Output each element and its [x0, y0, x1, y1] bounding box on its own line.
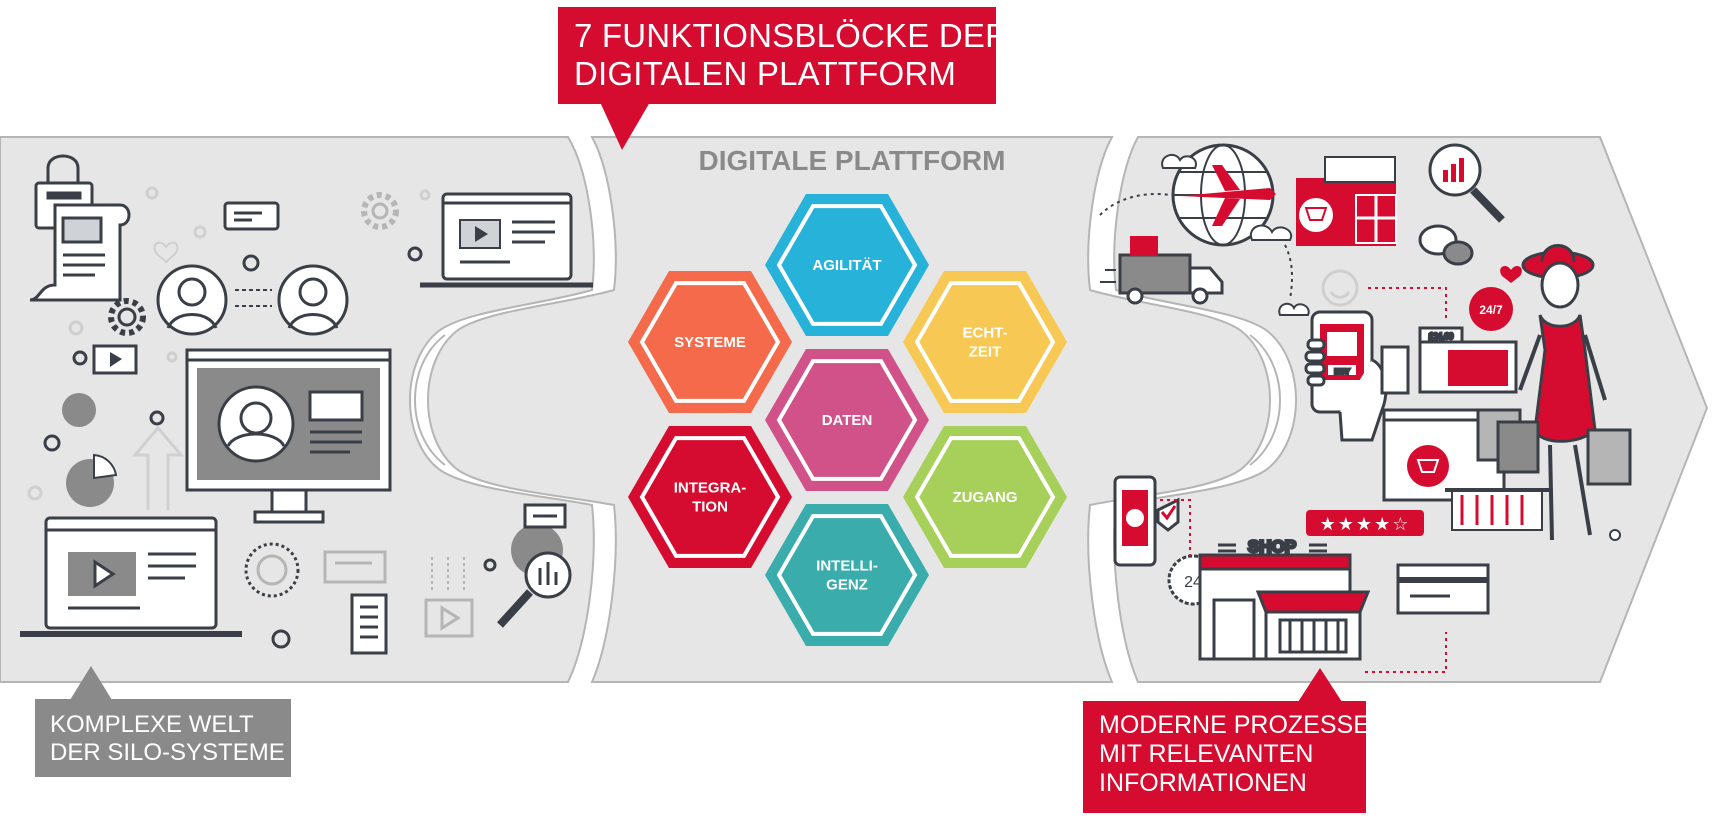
hours-badge: 24/7 [1469, 287, 1513, 331]
callout-modern-processes: MODERNE PROZESSE MIT RELEVANTEN INFORMAT… [1083, 701, 1366, 813]
price-display: 124.60 [1429, 332, 1454, 341]
laptop-video-icon [20, 518, 242, 634]
person-avatar-icon [279, 266, 347, 334]
hex-label-intelligenz-line-1: INTELLI- [816, 558, 878, 575]
hex-label-zugang-line-1: ZUGANG [953, 489, 1018, 506]
hex-label-intelligenz-line-2: GENZ [826, 577, 868, 594]
callout-silo-systems: KOMPLEXE WELT DER SILO-SYSTEME [35, 699, 291, 777]
hex-label-agilitaet-line-1: AGILITÄT [812, 257, 881, 274]
callout-functional-blocks: 7 FUNKTIONSBLÖCKE DER DIGITALEN PLATTFOR… [558, 7, 996, 104]
message-bubble-icon [225, 203, 278, 229]
hex-label-integration-line-1: INTEGRA- [674, 480, 747, 497]
platform-title: DIGITALE PLATTFORM [699, 145, 1006, 176]
hex-label-echtzeit-line-2: ZEIT [969, 344, 1002, 361]
callout-top-line-2: DIGITALEN PLATTFORM [574, 55, 996, 93]
hex-label-integration-line-2: TION [692, 499, 728, 516]
play-icon [94, 346, 136, 373]
laptop-video-icon [420, 194, 593, 285]
person-avatar-icon [158, 266, 226, 334]
rating-badge: ★★★★☆ [1306, 510, 1424, 536]
hex-label-daten-line-1: DATEN [822, 412, 873, 429]
shop-sign: SHOP [1248, 537, 1296, 556]
rating-stars: ★★★★☆ [1320, 514, 1411, 534]
callout-right-line-2: MIT RELEVANTEN [1099, 740, 1366, 769]
buy-button-label: BUY [1335, 369, 1350, 376]
hex-label-systeme-line-1: SYSTEME [674, 334, 746, 351]
document-icon [352, 595, 386, 653]
message-bubble-icon [525, 505, 565, 527]
shopping-basket-icon [1445, 490, 1550, 530]
decorative-dot [62, 393, 96, 427]
callout-top-line-1: 7 FUNKTIONSBLÖCKE DER [574, 17, 996, 55]
hex-label-echtzeit-line-1: ECHT- [963, 325, 1008, 342]
callout-left-line-2: DER SILO-SYSTEME [50, 739, 291, 767]
hours-label: 24/7 [1479, 303, 1503, 317]
callout-right-line-3: INFORMATIONEN [1099, 769, 1366, 798]
callout-left-line-1: KOMPLEXE WELT [50, 711, 291, 739]
credit-card-icon [1398, 565, 1488, 613]
callout-right-line-1: MODERNE PROZESSE [1099, 711, 1366, 740]
shop-building-icon: SHOP [1200, 537, 1368, 659]
decorative-dot [1610, 530, 1620, 540]
